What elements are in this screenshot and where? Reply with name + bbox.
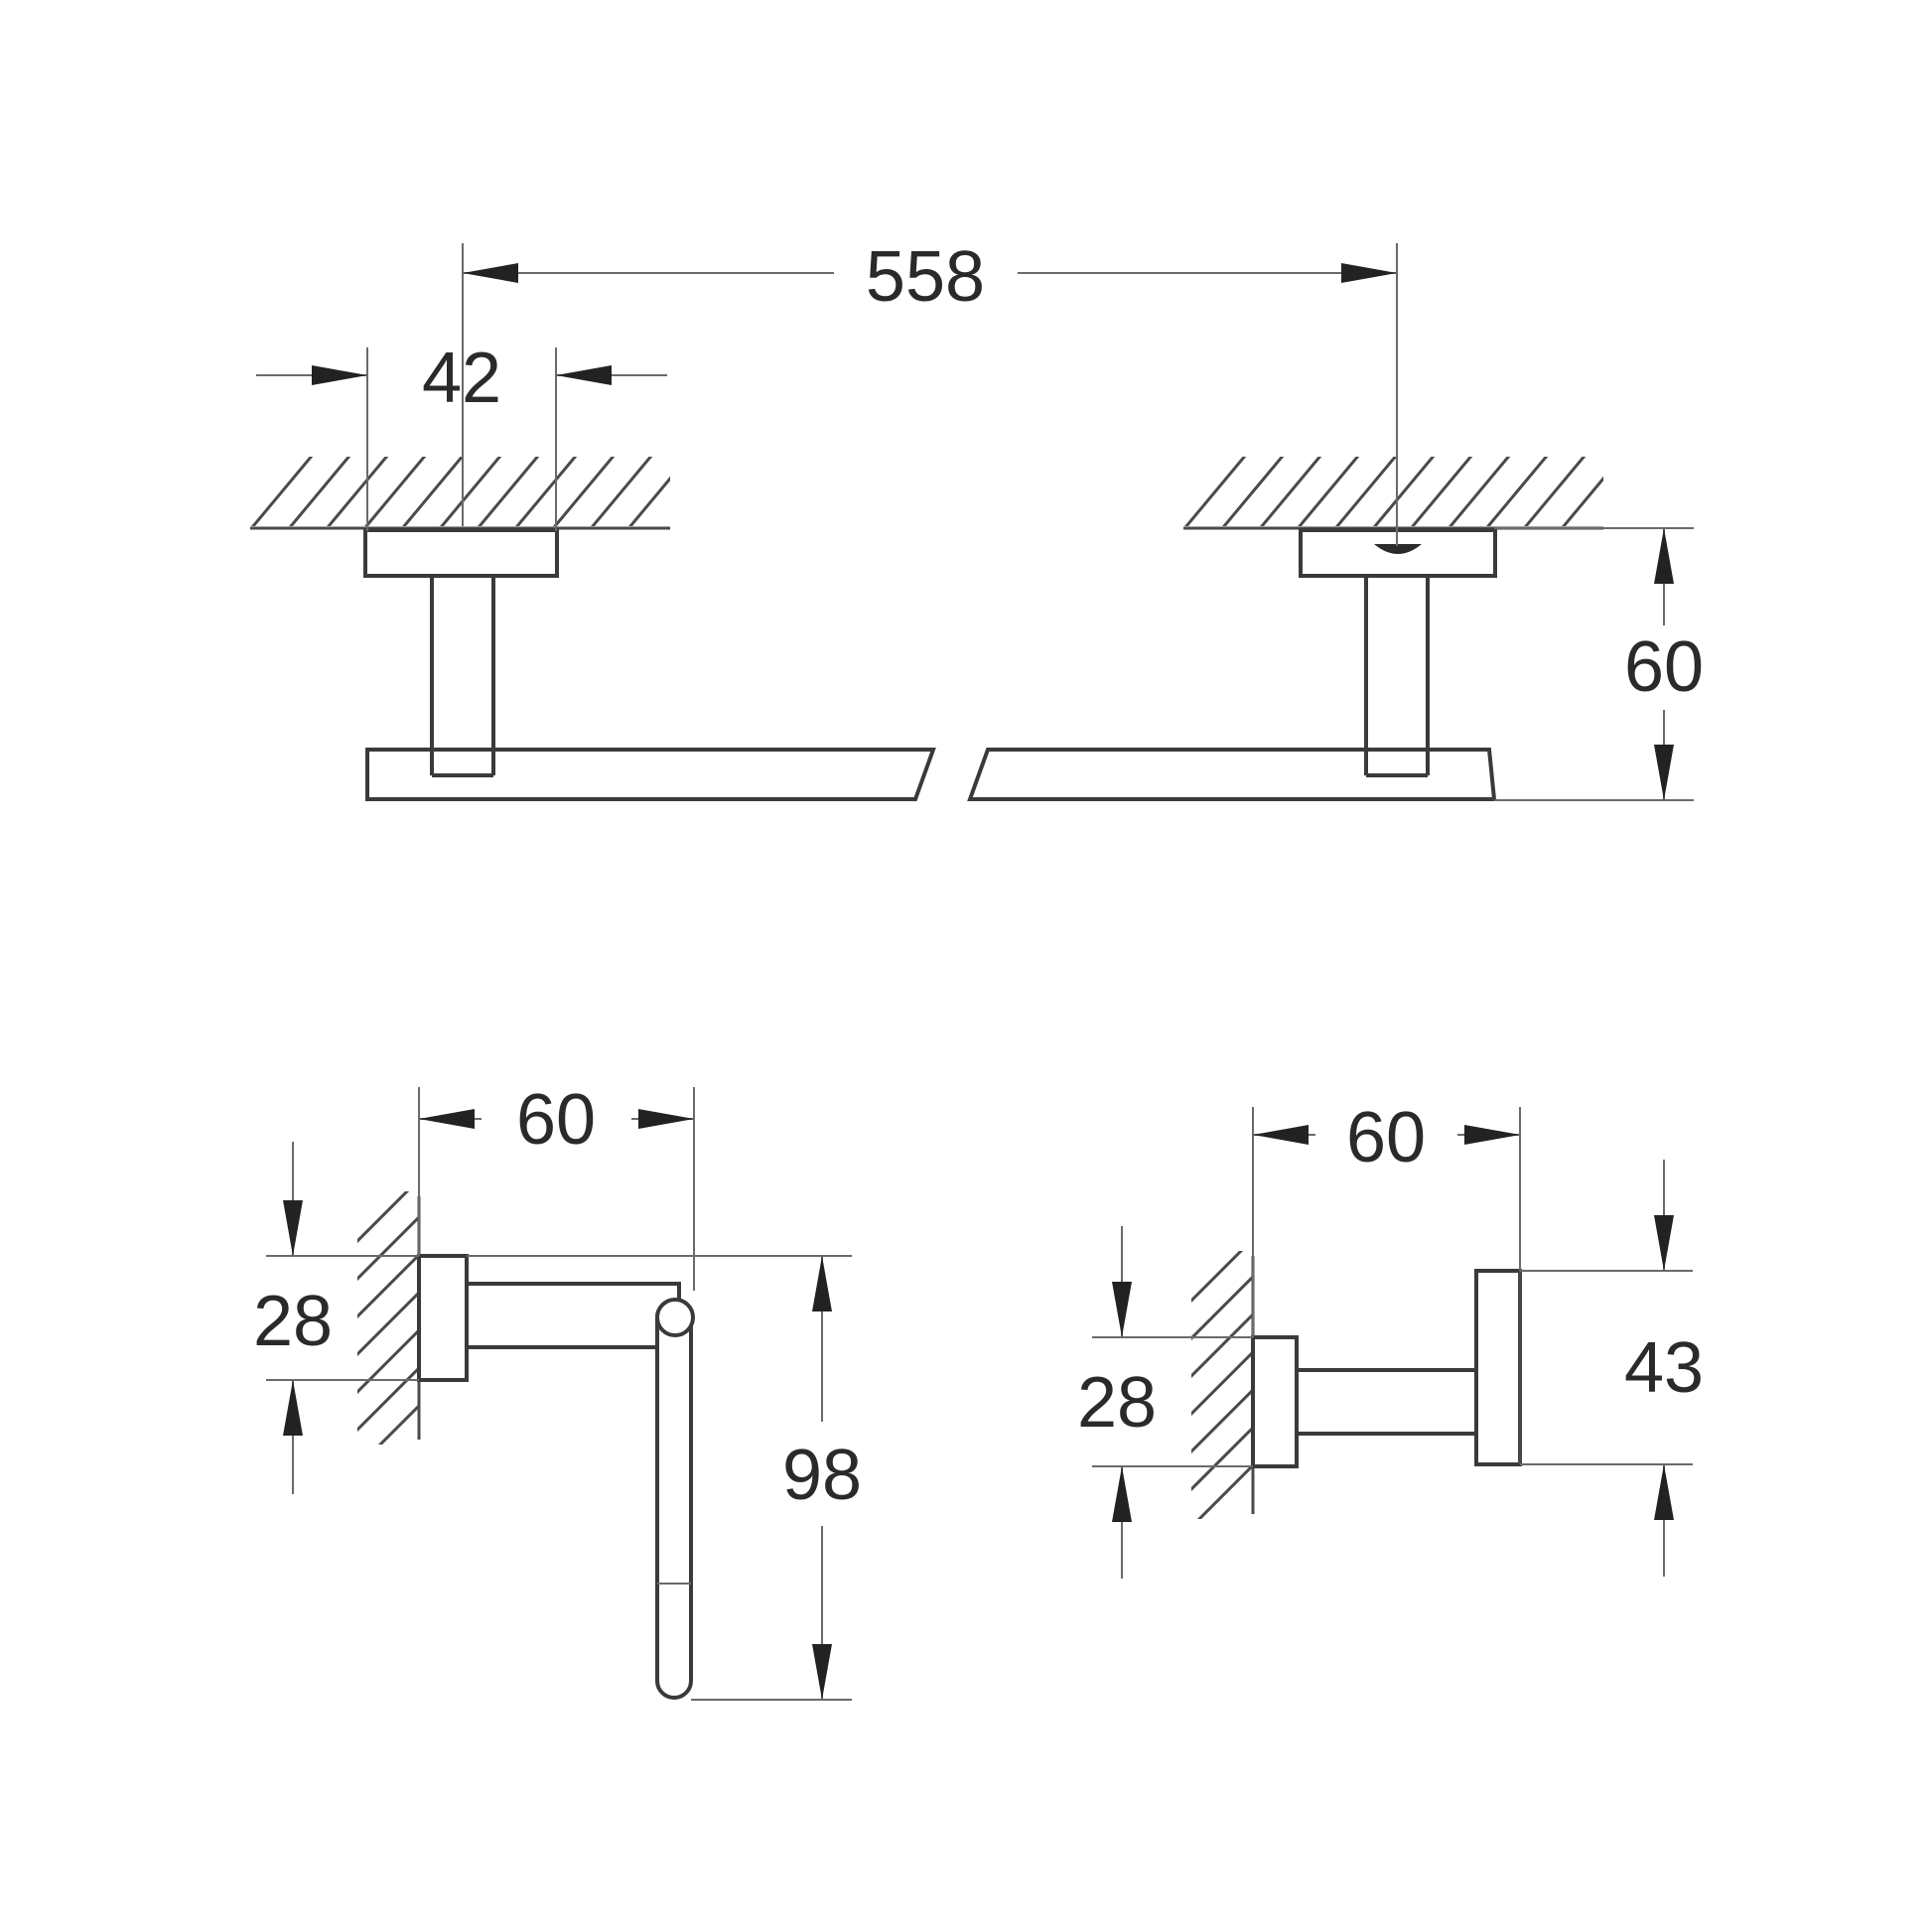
dim-label-98: 98 bbox=[782, 1436, 862, 1515]
hook-wall-plate bbox=[1251, 1335, 1299, 1468]
hook-head bbox=[1474, 1269, 1522, 1466]
dimension-28-hook: 28 bbox=[1077, 1226, 1253, 1579]
paper-holder-arm bbox=[465, 1282, 681, 1349]
dimension-558: 558 bbox=[462, 237, 1398, 546]
right-bracket-post bbox=[1364, 574, 1430, 781]
set-screw bbox=[1374, 544, 1422, 554]
paper-holder-joint bbox=[655, 1298, 695, 1337]
dimension-60-hook: 60 bbox=[1252, 1098, 1521, 1337]
dim-label-60-top: 60 bbox=[1624, 627, 1704, 707]
dimension-60-projection: 60 bbox=[1494, 527, 1704, 801]
dim-label-60-paper-holder: 60 bbox=[516, 1080, 596, 1160]
side-view-paper-holder: 60 28 98 bbox=[253, 1080, 862, 1701]
paper-holder-wall-hatching bbox=[357, 1191, 419, 1445]
dim-label-28-hook: 28 bbox=[1077, 1363, 1157, 1443]
dim-label-42: 42 bbox=[422, 339, 501, 418]
hook-arm bbox=[1295, 1368, 1497, 1436]
dim-label-43: 43 bbox=[1624, 1328, 1704, 1408]
right-wall-hatching bbox=[1184, 457, 1603, 526]
left-wall-plate bbox=[363, 528, 559, 578]
bar-left-segment bbox=[365, 748, 936, 801]
dimension-98: 98 bbox=[467, 1255, 862, 1701]
hook-wall-hatching bbox=[1191, 1251, 1253, 1519]
paper-holder-wall-plate bbox=[417, 1254, 469, 1382]
dim-label-558: 558 bbox=[866, 237, 985, 317]
dim-label-60-hook: 60 bbox=[1346, 1098, 1426, 1177]
dimension-43: 43 bbox=[1520, 1160, 1704, 1577]
dim-label-28-paper-holder: 28 bbox=[253, 1282, 333, 1361]
left-wall-hatching bbox=[251, 457, 670, 526]
bar-right-cover bbox=[1366, 752, 1428, 775]
left-post-cover bbox=[432, 752, 493, 775]
top-view-towel-bar: 558 42 60 bbox=[250, 237, 1704, 801]
paper-holder-rod bbox=[655, 1299, 693, 1700]
dimension-28-paper-holder: 28 bbox=[253, 1142, 419, 1494]
side-view-hook: 60 28 43 bbox=[1077, 1098, 1704, 1579]
dimension-42: 42 bbox=[256, 339, 667, 531]
